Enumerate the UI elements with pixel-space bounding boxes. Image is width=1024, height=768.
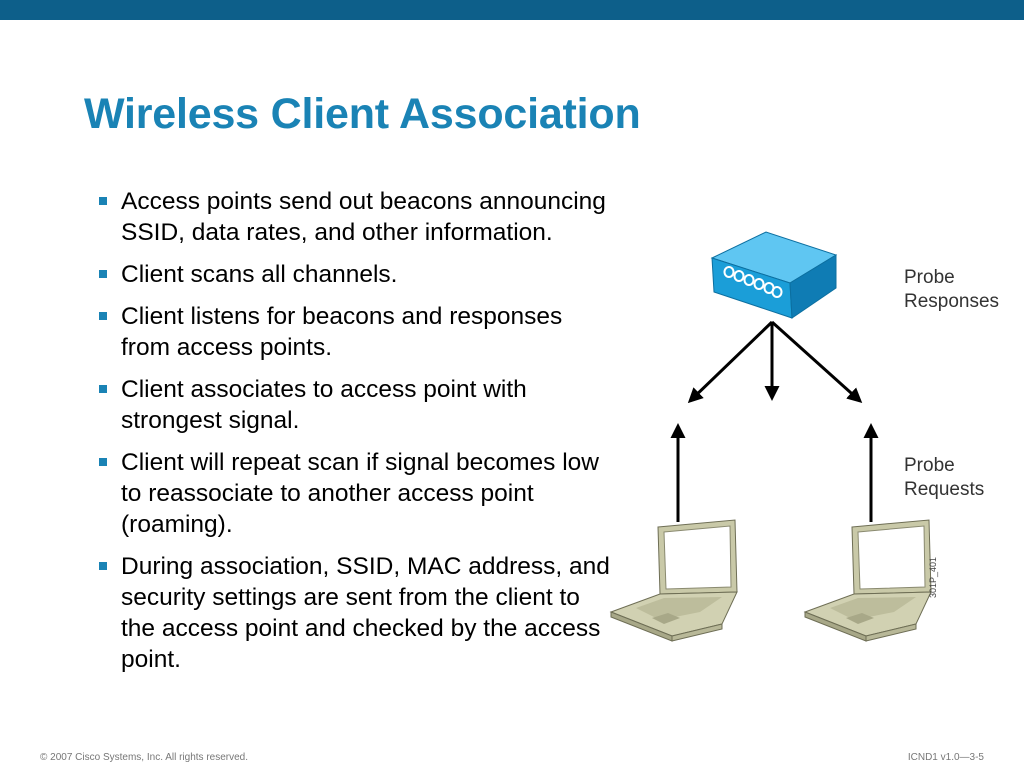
bullet-marker bbox=[99, 562, 107, 570]
probe-requests-label-line2: Requests bbox=[904, 479, 985, 500]
bullet-text: Client scans all channels. bbox=[121, 261, 398, 288]
bullet-item: During association, SSID, MAC address, a… bbox=[96, 551, 616, 675]
association-diagram bbox=[600, 220, 1024, 650]
bullet-list: Access points send out beacons announcin… bbox=[96, 186, 616, 686]
probe-responses-label: Probe Responses bbox=[904, 266, 999, 314]
header-bar bbox=[0, 0, 1024, 20]
bullet-item: Client scans all channels. bbox=[96, 259, 616, 290]
bullet-marker bbox=[99, 270, 107, 278]
probe-responses-label-line1: Probe bbox=[904, 267, 955, 288]
probe-responses-label-line2: Responses bbox=[904, 291, 1000, 312]
laptop-icon bbox=[609, 519, 738, 642]
bullet-marker bbox=[99, 197, 107, 205]
bullet-item: Client will repeat scan if signal become… bbox=[96, 447, 616, 540]
probe-requests-label-line1: Probe bbox=[904, 455, 955, 476]
probe-response-arrow-right bbox=[770, 320, 863, 404]
slide-title: Wireless Client Association bbox=[84, 90, 641, 138]
bullet-item: Client listens for beacons and responses… bbox=[96, 301, 616, 363]
bullet-marker bbox=[99, 312, 107, 320]
bullet-text: Client will repeat scan if signal become… bbox=[121, 449, 599, 538]
diagram-graphic bbox=[609, 231, 932, 642]
bullet-marker bbox=[99, 458, 107, 466]
figure-id: 301P_401 bbox=[928, 556, 938, 598]
bullet-item: Client associates to access point with s… bbox=[96, 374, 616, 436]
footer-course-ref: ICND1 v1.0—3-5 bbox=[907, 752, 984, 763]
access-point-icon bbox=[710, 231, 838, 319]
bullet-text: Access points send out beacons announcin… bbox=[121, 188, 606, 246]
footer-copyright: © 2007 Cisco Systems, Inc. All rights re… bbox=[40, 752, 249, 763]
bullet-marker bbox=[99, 385, 107, 393]
bullet-text: Client associates to access point with s… bbox=[121, 376, 527, 434]
laptop-icon bbox=[803, 519, 932, 642]
probe-requests-label: Probe Requests bbox=[904, 454, 984, 502]
probe-response-arrow-left bbox=[687, 320, 774, 404]
bullet-text: During association, SSID, MAC address, a… bbox=[121, 553, 610, 673]
bullet-item: Access points send out beacons announcin… bbox=[96, 186, 616, 248]
bullet-text: Client listens for beacons and responses… bbox=[121, 303, 563, 361]
